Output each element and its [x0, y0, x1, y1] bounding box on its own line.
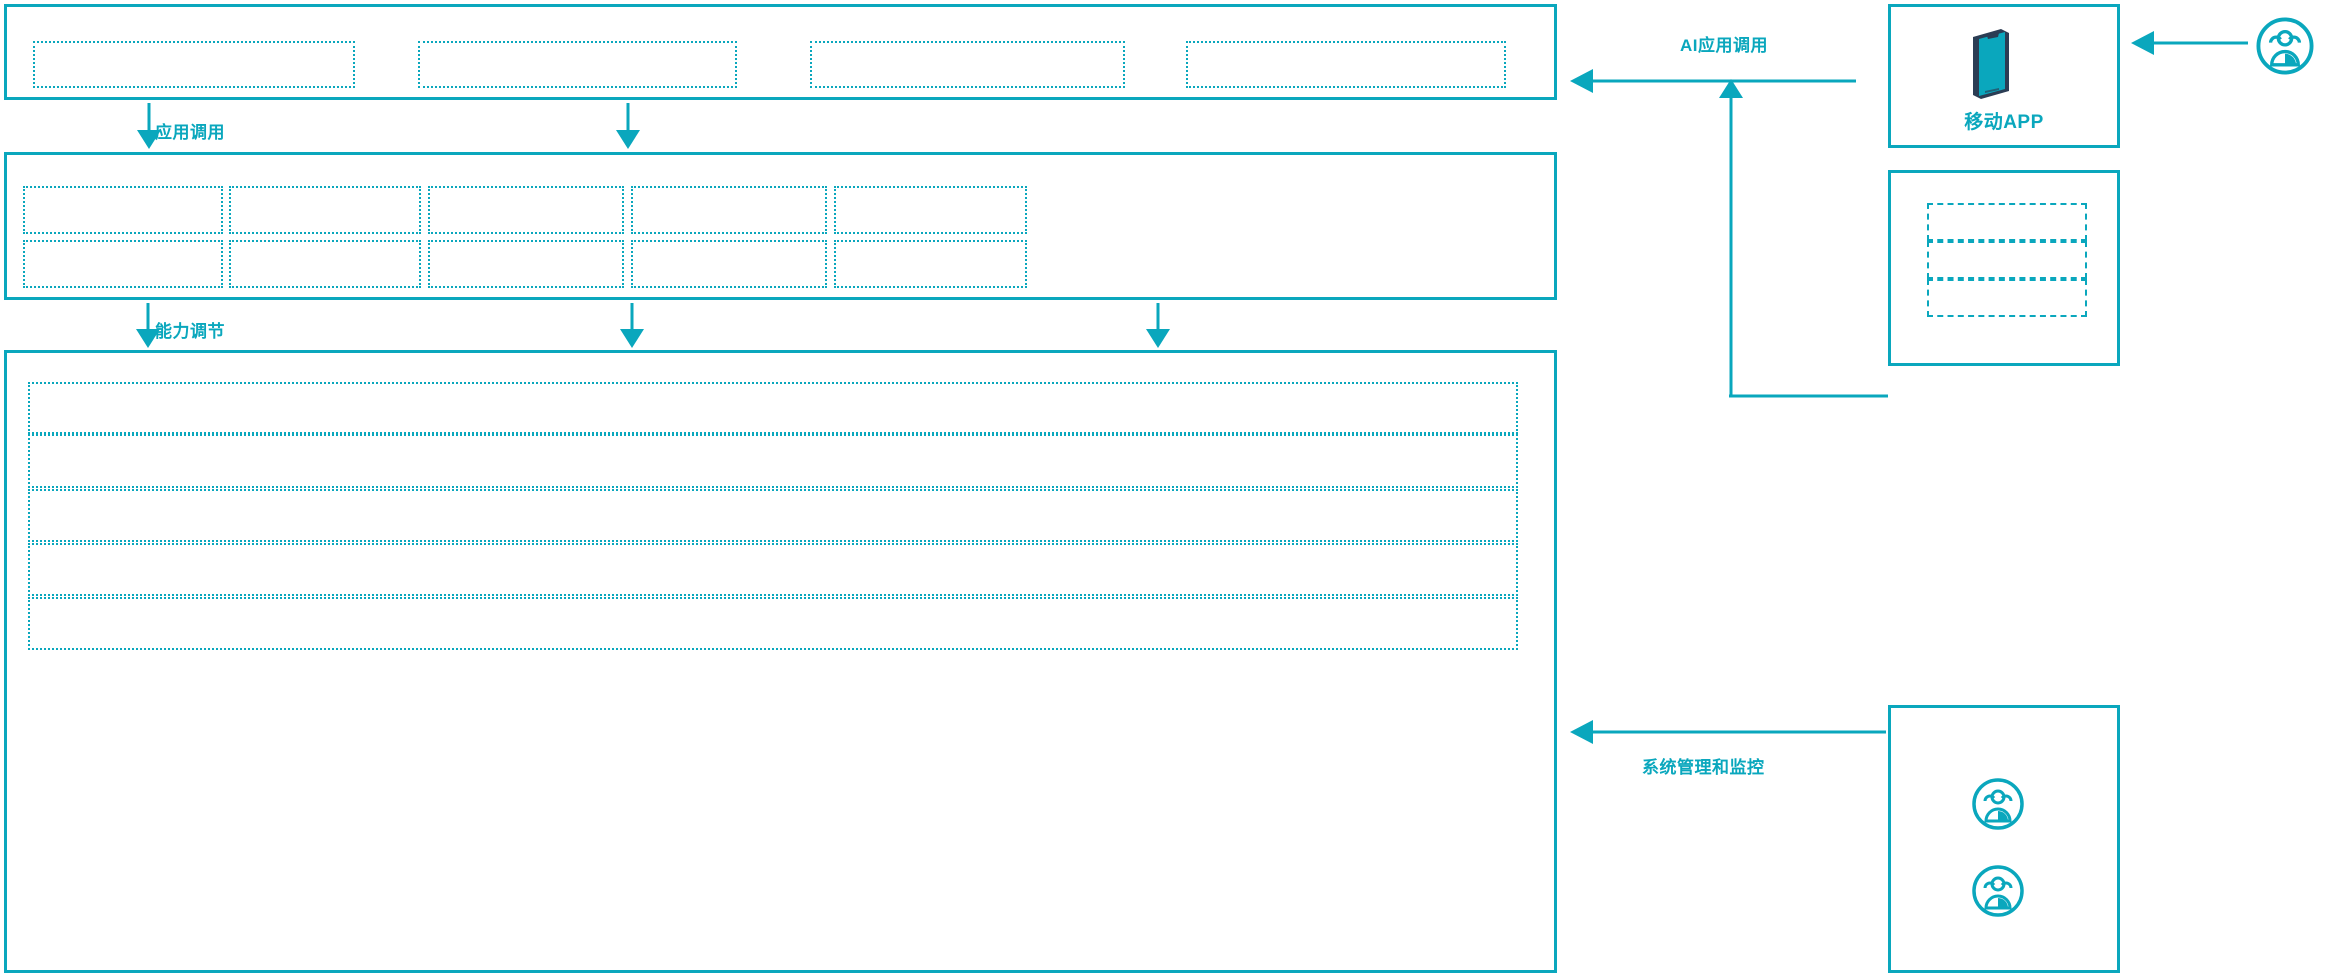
channel-box-3[interactable]: [1927, 279, 2087, 317]
connector-label-sys-mgmt-monitor: 系统管理和监控: [1642, 758, 1765, 777]
capability-box-r1c4[interactable]: [631, 186, 827, 234]
connector-label-ai-app-invoke: AI应用调用: [1680, 36, 1768, 55]
user-group-icon-1: [1970, 776, 2026, 832]
mobile-app-card[interactable]: 移动APP: [1888, 4, 2120, 148]
platform-layer-panel[interactable]: [4, 350, 1557, 973]
capability-box-r2c5[interactable]: [834, 240, 1027, 288]
platform-row-5[interactable]: [28, 597, 1518, 650]
capability-box-r2c4[interactable]: [631, 240, 827, 288]
capability-box-r1c2[interactable]: [229, 186, 421, 234]
line-channel-to-ai-invoke: [1719, 79, 1888, 398]
arrow-sys-mgmt-monitor: [1570, 720, 1886, 744]
application-layer-panel[interactable]: [4, 4, 1557, 100]
capability-box-r1c1[interactable]: [23, 186, 223, 234]
application-box-3[interactable]: [810, 41, 1125, 88]
channel-card[interactable]: [1888, 170, 2120, 366]
arrow-capability-tune-2: [620, 303, 644, 348]
channel-box-1[interactable]: [1927, 203, 2087, 241]
platform-row-3[interactable]: [28, 489, 1518, 542]
capability-box-r2c3[interactable]: [428, 240, 624, 288]
capability-layer-panel[interactable]: [4, 152, 1557, 300]
operations-card[interactable]: [1888, 705, 2120, 973]
user-group-icon-2: [1970, 863, 2026, 919]
capability-box-r1c5[interactable]: [834, 186, 1027, 234]
arrow-user-to-app: [2131, 31, 2248, 55]
platform-row-2[interactable]: [28, 434, 1518, 488]
connector-label-app-invoke: 应用调用: [155, 123, 225, 142]
arrow-app-invoke-2: [616, 103, 640, 149]
platform-row-1[interactable]: [28, 382, 1518, 434]
channel-box-2[interactable]: [1927, 241, 2087, 279]
application-box-4[interactable]: [1186, 41, 1506, 88]
capability-box-r2c2[interactable]: [229, 240, 421, 288]
application-box-2[interactable]: [418, 41, 737, 88]
external-user-icon: [2254, 15, 2316, 77]
arrow-capability-tune-3: [1146, 303, 1170, 348]
mobile-phone-icon: [1957, 25, 2057, 103]
capability-box-r2c1[interactable]: [23, 240, 223, 288]
capability-box-r1c3[interactable]: [428, 186, 624, 234]
application-box-1[interactable]: [33, 41, 355, 88]
platform-row-4[interactable]: [28, 543, 1518, 596]
connector-label-capability-tune: 能力调节: [155, 322, 225, 341]
mobile-app-card-label: 移动APP: [1964, 112, 2044, 133]
arrow-ai-app-invoke: [1570, 69, 1856, 93]
